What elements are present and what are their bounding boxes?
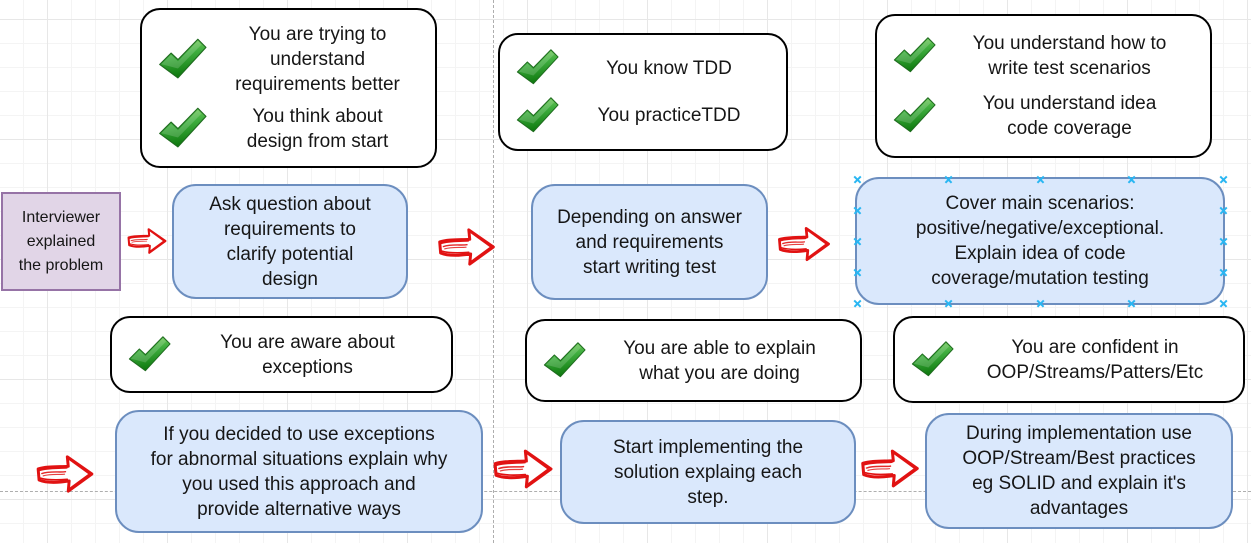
- checklist-item-label: You know TDD: [606, 57, 732, 79]
- check-icon: [891, 96, 937, 136]
- step-label: Ask question about requirements to clari…: [209, 193, 371, 290]
- checklist-item: You are aware about exceptions: [126, 330, 437, 380]
- checklist-item: You think about design from start: [156, 104, 421, 154]
- selection-handle-icon[interactable]: [1127, 299, 1136, 308]
- step-box-exceptions-explain[interactable]: If you decided to use exceptions for abn…: [115, 410, 483, 533]
- step-box-start-writing-test[interactable]: Depending on answer and requirements sta…: [531, 184, 768, 300]
- step-label: Start implementing the solution explaing…: [612, 436, 804, 508]
- check-icon: [126, 335, 172, 375]
- checklist-item-label: You are confident in OOP/Streams/Patters…: [986, 336, 1204, 383]
- step-label: If you decided to use exceptions for abn…: [150, 423, 448, 520]
- checklist-item-label: You think about design from start: [246, 105, 389, 152]
- check-icon: [891, 36, 937, 76]
- selection-handle-icon[interactable]: [853, 299, 862, 308]
- flow-arrow-icon[interactable]: [436, 222, 497, 272]
- checklist-box-requirements[interactable]: You are trying to understand requirement…: [140, 8, 437, 168]
- checklist-box-tdd[interactable]: You know TDD You practiceTDD: [498, 33, 788, 151]
- flow-arrow-icon[interactable]: [776, 221, 832, 267]
- selection-handle-icon[interactable]: [853, 268, 862, 277]
- selection-handle-icon[interactable]: [1219, 175, 1228, 184]
- flow-arrow-icon[interactable]: [490, 443, 556, 495]
- check-icon: [514, 96, 560, 136]
- selection-handle-icon[interactable]: [1127, 175, 1136, 184]
- checklist-item: You practiceTDD: [514, 96, 772, 136]
- check-icon: [909, 340, 955, 380]
- checklist-item: You are trying to understand requirement…: [156, 22, 421, 97]
- flow-arrow-icon[interactable]: [34, 449, 96, 499]
- selection-handle-icon[interactable]: [944, 175, 953, 184]
- checklist-box-explain[interactable]: You are able to explain what you are doi…: [525, 319, 862, 402]
- step-label: During implementation use OOP/Stream/Bes…: [962, 423, 1196, 519]
- checklist-box-exceptions[interactable]: You are aware about exceptions: [110, 316, 453, 393]
- check-icon: [541, 341, 587, 381]
- step-box-ask-questions[interactable]: Ask question about requirements to clari…: [172, 184, 408, 299]
- step-box-implementation-practices[interactable]: During implementation use OOP/Stream/Bes…: [925, 413, 1233, 529]
- selection-handle-icon[interactable]: [853, 237, 862, 246]
- checklist-item: You are able to explain what you are doi…: [541, 336, 846, 386]
- checklist-item-label: You are able to explain what you are doi…: [623, 337, 816, 384]
- start-box[interactable]: Interviewer explained the problem: [1, 192, 121, 291]
- check-icon: [514, 48, 560, 88]
- selection-handle-icon[interactable]: [1219, 268, 1228, 277]
- step-label: Cover main scenarios: positive/negative/…: [915, 193, 1165, 289]
- selection-handle-icon[interactable]: [944, 299, 953, 308]
- check-icon: [156, 37, 208, 83]
- checklist-item: You understand idea code coverage: [891, 91, 1196, 141]
- checklist-item-label: You are aware about exceptions: [220, 331, 395, 378]
- selection-handle-icon[interactable]: [853, 206, 862, 215]
- checklist-item-label: You understand how to write test scenari…: [972, 33, 1167, 80]
- checklist-box-test-scenarios[interactable]: You understand how to write test scenari…: [875, 14, 1212, 158]
- selection-handle-icon[interactable]: [1219, 206, 1228, 215]
- selection-handle-icon[interactable]: [853, 175, 862, 184]
- selection-handle-icon[interactable]: [1219, 237, 1228, 246]
- checklist-item-label: You are trying to understand requirement…: [235, 24, 400, 96]
- selection-handle-icon[interactable]: [1036, 175, 1045, 184]
- selection-handle-icon[interactable]: [1036, 299, 1045, 308]
- check-icon: [156, 106, 208, 152]
- step-label: Depending on answer and requirements sta…: [557, 206, 742, 278]
- step-box-cover-scenarios-selected[interactable]: Cover main scenarios: positive/negative/…: [855, 177, 1225, 305]
- checklist-item: You understand how to write test scenari…: [891, 31, 1196, 81]
- checklist-item: You know TDD: [514, 48, 772, 88]
- checklist-item-label: You practiceTDD: [597, 105, 741, 127]
- page-boundary-vertical: [493, 0, 494, 543]
- flow-arrow-icon[interactable]: [859, 441, 921, 496]
- checklist-item-label: You understand idea code coverage: [982, 92, 1157, 139]
- checklist-box-oop-confidence[interactable]: You are confident in OOP/Streams/Patters…: [893, 316, 1245, 403]
- selection-handle-icon[interactable]: [1219, 299, 1228, 308]
- start-box-label: Interviewer explained the problem: [18, 208, 104, 274]
- checklist-item: You are confident in OOP/Streams/Patters…: [909, 335, 1229, 385]
- flow-arrow-icon[interactable]: [126, 221, 168, 261]
- step-box-start-implementing[interactable]: Start implementing the solution explaing…: [560, 420, 856, 524]
